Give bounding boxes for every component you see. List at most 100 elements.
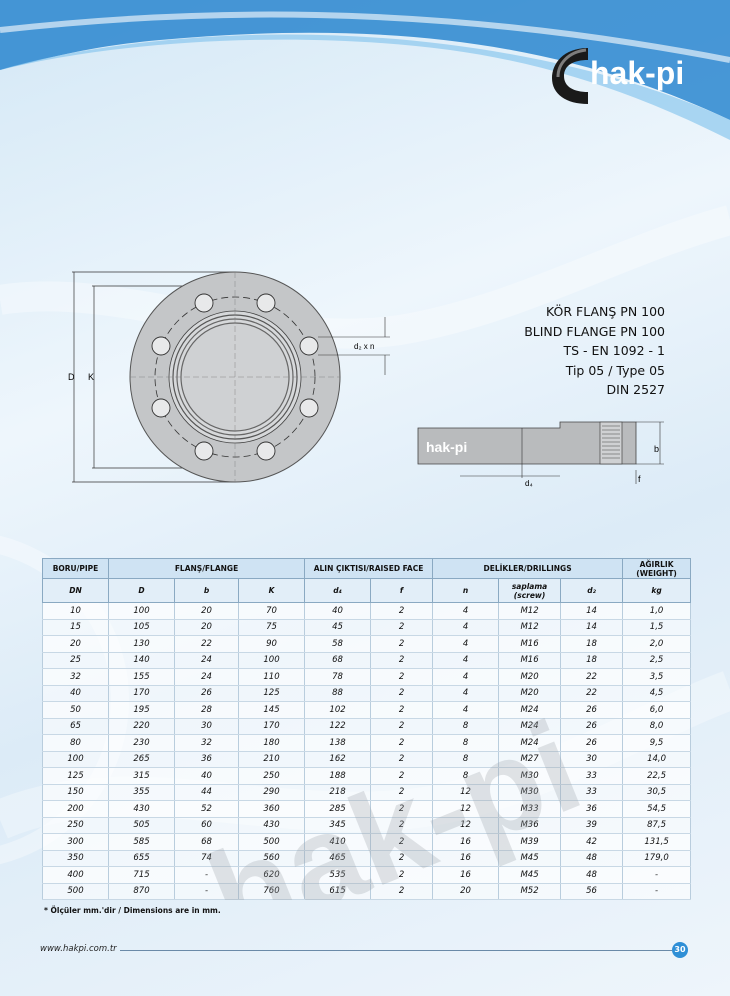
table-cell: M16 xyxy=(498,635,562,653)
page-number: 30 xyxy=(672,942,688,958)
table-cell: 125 xyxy=(237,685,306,702)
table-cell: 760 xyxy=(237,883,306,900)
table-cell: M12 xyxy=(498,619,562,636)
table-cell: 75 xyxy=(237,619,306,636)
column-header: d₂ xyxy=(560,578,624,603)
title-line: Tip 05 / Type 05 xyxy=(565,362,665,378)
table-cell: M16 xyxy=(498,652,562,669)
table-cell: 22 xyxy=(174,635,239,653)
title-line: KÖR FLANŞ PN 100 xyxy=(546,304,665,319)
table-cell: 410 xyxy=(304,833,372,851)
flange-front-view: D K d₂ x n xyxy=(68,271,390,483)
title-line: DIN 2527 xyxy=(606,382,665,397)
table-cell: 188 xyxy=(304,767,372,785)
table-cell: 2,5 xyxy=(622,652,692,669)
table-cell: M33 xyxy=(498,800,562,818)
column-header: saplama (screw) xyxy=(498,578,562,603)
footer-divider xyxy=(120,950,672,951)
table-cell: 105 xyxy=(108,619,175,636)
table-cell: 218 xyxy=(304,784,372,801)
table-cell: M30 xyxy=(498,767,562,785)
table-cell: - xyxy=(174,883,239,900)
column-header: d₄ xyxy=(304,578,372,603)
table-cell: 4 xyxy=(432,602,500,620)
table-cell: 24 xyxy=(174,652,239,669)
table-cell: 230 xyxy=(108,734,175,752)
table-cell: 2 xyxy=(370,883,434,900)
table-cell: 2 xyxy=(370,668,434,686)
table-cell: 2 xyxy=(370,734,434,752)
table-cell: 615 xyxy=(304,883,372,900)
table-cell: 300 xyxy=(42,833,109,851)
table-cell: 24 xyxy=(174,668,239,686)
table-cell: 500 xyxy=(42,883,109,900)
table-cell: 36 xyxy=(560,800,624,818)
table-cell: 195 xyxy=(108,701,175,719)
table-cell: 48 xyxy=(560,866,624,884)
table-cell: 20 xyxy=(174,619,239,636)
table-cell: 430 xyxy=(108,800,175,818)
table-cell: 8 xyxy=(432,734,500,752)
label-d2xn: d₂ x n xyxy=(354,342,374,351)
dimension-table-wrap: BORU/PIPE FLANŞ/FLANGE ALIN ÇIKTISI/RAIS… xyxy=(42,558,692,900)
label-f: f xyxy=(638,474,641,484)
table-cell: 4 xyxy=(432,701,500,719)
table-cell: 88 xyxy=(304,685,372,702)
table-cell: 10 xyxy=(42,602,109,620)
title-line: BLIND FLANGE PN 100 xyxy=(524,323,665,339)
table-cell: 2 xyxy=(370,833,434,851)
column-header: D xyxy=(108,578,175,603)
table-cell: 150 xyxy=(42,784,109,801)
website-link[interactable]: www.hakpi.com.tr xyxy=(40,944,117,954)
table-cell: 70 xyxy=(237,602,306,620)
table-cell: 22,5 xyxy=(622,767,692,785)
table-cell: 9,5 xyxy=(622,734,692,752)
table-cell: M36 xyxy=(498,817,562,834)
table-cell: 715 xyxy=(108,866,175,884)
table-cell: 6,0 xyxy=(622,701,692,719)
column-header-row: DN D b K d₄ f n saplama (screw) d₂ kg xyxy=(42,578,692,603)
table-cell: 2 xyxy=(370,718,434,735)
table-cell: 220 xyxy=(108,718,175,735)
dimension-table: BORU/PIPE FLANŞ/FLANGE ALIN ÇIKTISI/RAIS… xyxy=(42,558,692,900)
table-cell: 26 xyxy=(174,685,239,702)
column-header: b xyxy=(174,578,239,603)
flange-side-view: hak-pi d₄ b f xyxy=(417,421,664,488)
table-cell: M27 xyxy=(498,751,562,768)
dimensions-note: * Ölçüler mm.'dir / Dimensions are in mm… xyxy=(44,906,221,915)
table-cell: 40 xyxy=(174,767,239,785)
table-cell: 42 xyxy=(560,833,624,851)
table-cell: 68 xyxy=(304,652,372,669)
table-cell: 50 xyxy=(42,701,109,719)
table-cell: - xyxy=(622,883,692,900)
table-cell: M12 xyxy=(498,602,562,620)
table-cell: 430 xyxy=(237,817,306,834)
title-line: TS - EN 1092 - 1 xyxy=(563,343,665,358)
table-cell: 870 xyxy=(108,883,175,900)
table-cell: 22 xyxy=(560,668,624,686)
table-cell: 20 xyxy=(432,883,500,900)
table-cell: 145 xyxy=(237,701,306,719)
table-cell: 18 xyxy=(560,652,624,669)
table-cell: 180 xyxy=(237,734,306,752)
table-cell: 26 xyxy=(560,701,624,719)
table-cell: 2 xyxy=(370,784,434,801)
group-header-row: BORU/PIPE FLANŞ/FLANGE ALIN ÇIKTISI/RAIS… xyxy=(42,558,692,579)
table-cell: 87,5 xyxy=(622,817,692,834)
table-cell: 290 xyxy=(237,784,306,801)
table-cell: 12 xyxy=(432,784,500,801)
table-cell: 585 xyxy=(108,833,175,851)
group-header: BORU/PIPE xyxy=(42,558,109,579)
table-cell: 250 xyxy=(237,767,306,785)
table-cell: 28 xyxy=(174,701,239,719)
table-cell: 100 xyxy=(42,751,109,768)
table-cell: M52 xyxy=(498,883,562,900)
column-header: K xyxy=(237,578,306,603)
